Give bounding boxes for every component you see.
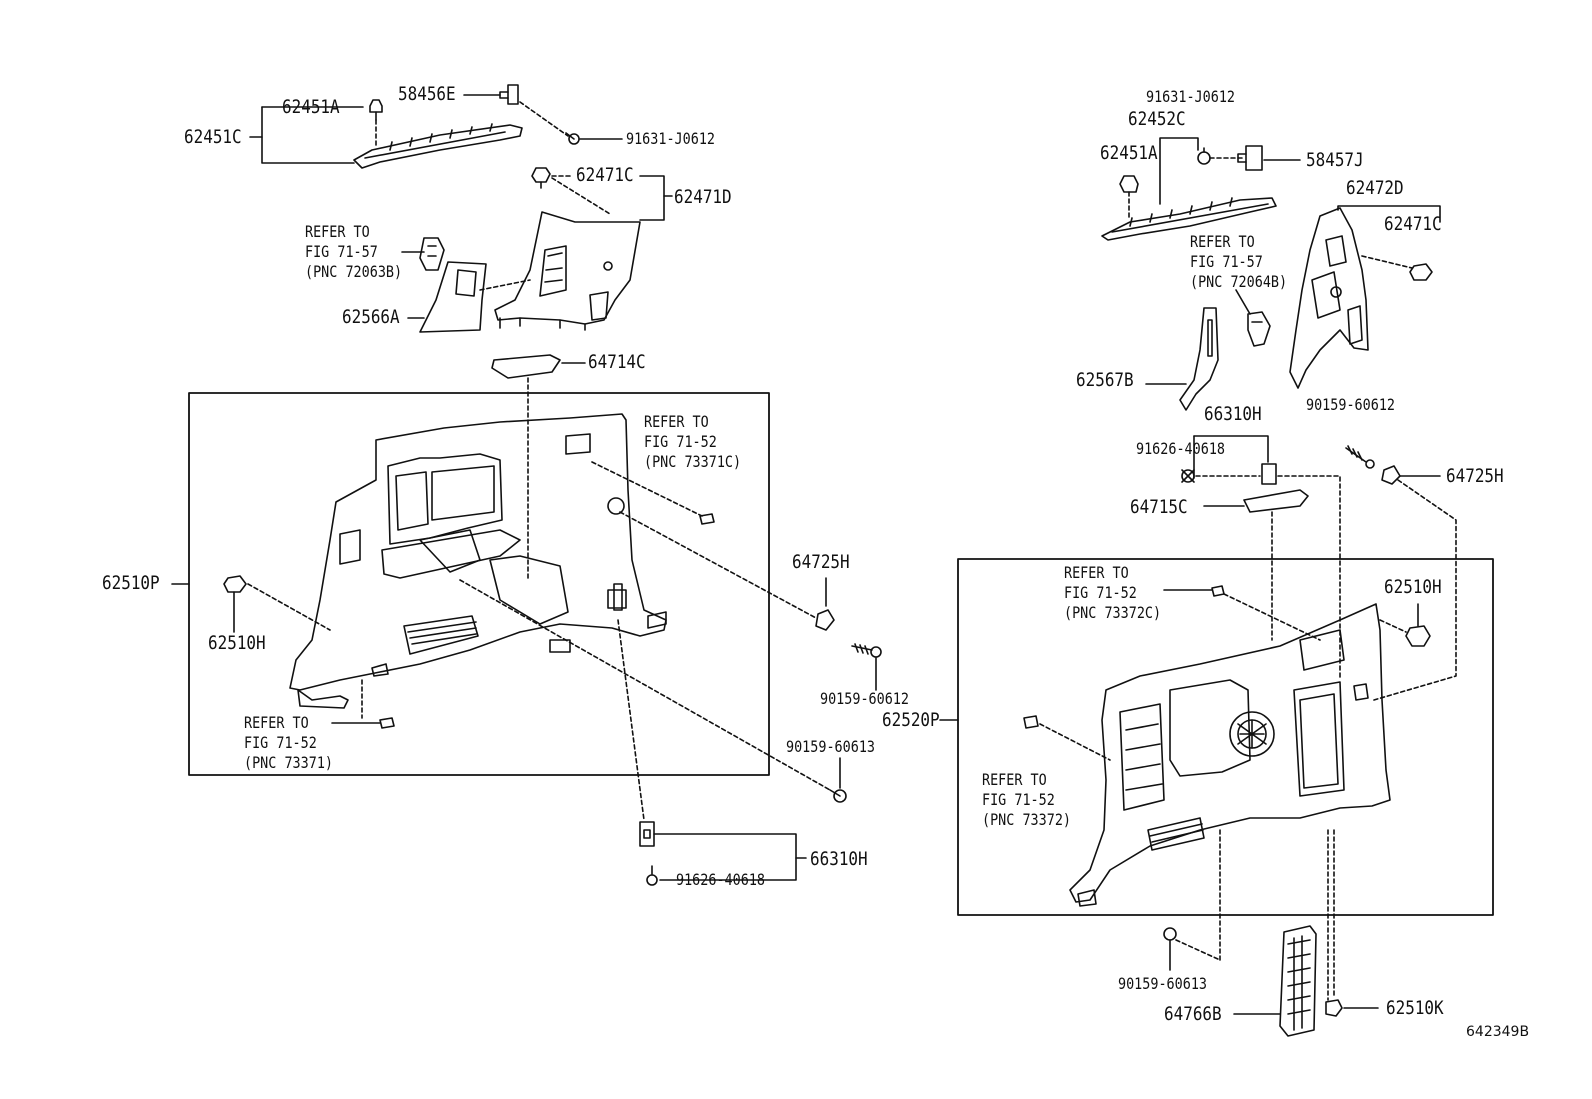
bracket-58456E <box>499 84 519 105</box>
part-label: 62471D <box>674 186 732 208</box>
figure-id: 642349B <box>1466 1024 1530 1040</box>
bolt-90159-60612-right <box>1345 445 1375 469</box>
screw-91631-right <box>1197 147 1211 165</box>
pillar-62472D <box>1289 207 1369 389</box>
clip-62471C-left <box>531 167 551 189</box>
bolt-90159-60613-left <box>829 789 847 803</box>
rail-62451C <box>353 123 523 169</box>
part-label: 66310H <box>810 848 868 870</box>
screw-91626-right <box>1181 469 1195 483</box>
part-label: 62510K <box>1386 997 1444 1019</box>
clip-64725H-left <box>815 609 835 631</box>
part-label: 58457J <box>1306 149 1364 171</box>
part-label: 90159-60613 <box>786 737 876 756</box>
part-label: 62451C <box>184 126 242 148</box>
screw-91631-left <box>565 132 580 145</box>
part-label: 90159-60612 <box>1306 395 1396 414</box>
part-label: 62451A <box>282 96 340 118</box>
part-label: 62451A <box>1100 142 1158 164</box>
part-label: 64714C <box>588 351 646 373</box>
clip-62471C-right <box>1409 263 1433 281</box>
rail-62452C <box>1101 197 1277 241</box>
part-label: 62510P <box>102 572 160 594</box>
part-label: 62510H <box>208 632 266 654</box>
part-label: 62510H <box>1384 576 1442 598</box>
part-label: 64725H <box>1446 465 1504 487</box>
part-label: 66310H <box>1204 403 1262 425</box>
panel-64766B <box>1279 925 1317 1037</box>
clip-62510K <box>1325 999 1343 1017</box>
part-label: 91626-40618 <box>676 870 766 889</box>
bolt-90159-60612-left <box>851 643 882 658</box>
clip-62451A-right <box>1119 175 1139 193</box>
clip-64725H-right <box>1381 465 1401 485</box>
part-label: 91626-40618 <box>1136 439 1226 458</box>
bracket-58457J <box>1237 145 1263 171</box>
clip-62510H-left <box>223 575 247 633</box>
quarter-panel-62520P <box>1069 603 1391 907</box>
part-label: 90159-60613 <box>1118 974 1208 993</box>
part-label: 91631-J0612 <box>626 129 716 148</box>
cover-64715C <box>1243 489 1309 513</box>
part-label: 62472D <box>1346 177 1404 199</box>
right-assembly-frame <box>957 558 1494 916</box>
clip-62451A-left <box>369 99 383 121</box>
part-label: 91631-J0612 <box>1146 87 1236 106</box>
quarter-panel-62510P <box>289 413 667 709</box>
bracket-66310H-left <box>639 821 655 847</box>
bracket-72064B <box>1247 311 1271 347</box>
part-label: 64766B <box>1164 1003 1222 1025</box>
part-label: 64725H <box>792 551 850 573</box>
part-label: 62567B <box>1076 369 1134 391</box>
bracket-72063B <box>419 237 445 271</box>
screw-91626-left <box>646 865 658 886</box>
bracket-66310H-right <box>1261 463 1277 485</box>
part-label: 62566A <box>342 306 400 328</box>
cover-64714C <box>491 354 561 379</box>
part-label: 62471C <box>1384 213 1442 235</box>
part-label: 58456E <box>398 83 456 105</box>
bolt-90159-60613-right <box>1163 927 1221 961</box>
clip-62510H-right <box>1405 625 1431 647</box>
panel-62566A <box>419 261 487 333</box>
trim-62567B <box>1179 307 1219 411</box>
part-label: 62471C <box>576 164 634 186</box>
pillar-62471D <box>494 211 641 331</box>
part-label: 62520P <box>882 709 940 731</box>
part-label: 62452C <box>1128 108 1186 130</box>
part-label: 64715C <box>1130 496 1188 518</box>
part-label: 90159-60612 <box>820 689 910 708</box>
